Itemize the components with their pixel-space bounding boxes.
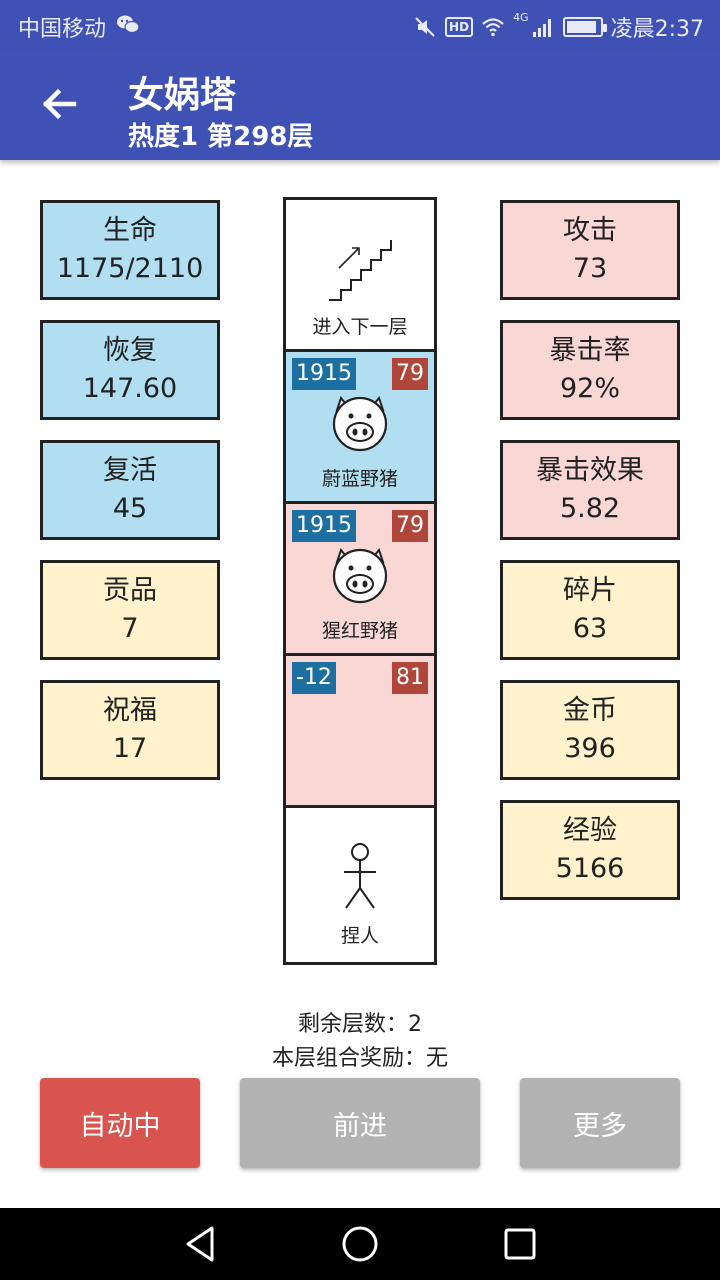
- stairs-icon: [329, 240, 392, 301]
- stat-label: 生命: [103, 215, 157, 246]
- pig-icon: [332, 547, 388, 604]
- home-circle-icon[interactable]: [338, 1222, 382, 1266]
- stat-card-tribute: 贡品 7: [40, 560, 220, 660]
- stat-label: 复活: [103, 455, 157, 486]
- stat-value: 45: [112, 493, 148, 524]
- stat-value: 63: [572, 613, 608, 644]
- stat-label: 攻击: [563, 215, 617, 246]
- monster-atk-badge: 79: [392, 358, 428, 390]
- stat-card-blessing: 祝福 17: [40, 680, 220, 780]
- monster-name: 蔚蓝野猪: [321, 468, 398, 490]
- wifi-icon: [482, 18, 504, 37]
- battery-icon: [562, 17, 607, 37]
- tower-cell-player[interactable]: 捏人: [286, 808, 434, 958]
- app-bar: 女娲塔 热度1 第298层: [0, 50, 720, 160]
- stat-value: 73: [572, 253, 608, 284]
- auto-button[interactable]: 自动中: [40, 1078, 200, 1168]
- status-time: 凌晨2:37: [610, 17, 704, 42]
- stat-card-exp: 经验 5166: [500, 800, 680, 900]
- status-bar: 中国移动 HD 4G 凌晨2:37: [0, 0, 720, 50]
- stat-value: 5.82: [559, 493, 621, 524]
- stat-label: 碎片: [563, 575, 617, 606]
- tower-column: 进入下一层 1915 79 蔚蓝野猪 1915 79 猩红野猪 -12 81: [283, 197, 437, 965]
- combo-reward-text: 本层组合奖励：无: [271, 1046, 448, 1071]
- stat-card-attack: 攻击 73: [500, 200, 680, 300]
- stat-value: 7: [121, 613, 139, 644]
- tower-cell-monster[interactable]: 1915 79 蔚蓝野猪: [286, 352, 434, 504]
- forward-button[interactable]: 前进: [240, 1078, 480, 1168]
- stat-label: 恢复: [103, 335, 157, 366]
- stick-figure-icon: [344, 843, 376, 909]
- tower-cell-event[interactable]: -12 81: [286, 656, 434, 808]
- stat-value: 396: [564, 733, 616, 764]
- stat-label: 贡品: [103, 575, 157, 606]
- monster-atk-badge: 79: [392, 510, 428, 542]
- stat-card-crit-effect: 暴击效果 5.82: [500, 440, 680, 540]
- monster-name: 猩红野猪: [321, 620, 398, 642]
- stat-value: 17: [112, 733, 148, 764]
- stat-card-life: 生命 1175/2110: [40, 200, 220, 300]
- stat-label: 经验: [563, 815, 617, 846]
- recents-square-icon[interactable]: [498, 1222, 542, 1266]
- page-title: 女娲塔: [128, 75, 237, 116]
- status-icons: HD 4G 凌晨2:37: [413, 11, 704, 43]
- stat-card-crit-rate: 暴击率 92%: [500, 320, 680, 420]
- more-button[interactable]: 更多: [520, 1078, 680, 1168]
- stat-label: 金币: [563, 695, 617, 726]
- stat-label: 祝福: [103, 695, 157, 726]
- pig-icon: [332, 395, 388, 452]
- player-label: 捏人: [340, 925, 379, 947]
- stat-value: 5166: [555, 853, 625, 884]
- stat-card-gold: 金币 396: [500, 680, 680, 780]
- event-atk-badge: 81: [392, 662, 428, 694]
- tower-cell-label: 进入下一层: [312, 316, 408, 338]
- player-stats-left: 生命 1175/2110 恢复 147.60 复活 45 贡品 7 祝福 17: [40, 200, 220, 800]
- hd-icon: HD: [445, 17, 474, 37]
- carrier-name: 中国移动: [18, 17, 107, 42]
- stat-value: 92%: [559, 373, 620, 404]
- monster-hp-badge: 1915: [292, 358, 356, 390]
- page-subtitle: 热度1 第298层: [128, 122, 314, 152]
- stat-card-revive: 复活 45: [40, 440, 220, 540]
- stat-label: 暴击率: [549, 335, 631, 366]
- stat-value: 147.60: [82, 373, 178, 404]
- back-triangle-icon[interactable]: [178, 1222, 222, 1266]
- navigation-bar: [0, 1208, 720, 1280]
- remaining-floors-text: 剩余层数：2: [298, 1012, 422, 1037]
- wechat-icon: [117, 15, 140, 34]
- monster-hp-badge: 1915: [292, 510, 356, 542]
- network-type: 4G: [513, 11, 529, 24]
- player-stats-right: 攻击 73 暴击率 92% 暴击效果 5.82 碎片 63 金币 396 经验 …: [500, 200, 680, 920]
- event-hp-badge: -12: [292, 662, 336, 694]
- tower-cell-stairs[interactable]: 进入下一层: [286, 200, 434, 352]
- stat-card-shards: 碎片 63: [500, 560, 680, 660]
- signal-icon: [532, 19, 551, 37]
- tower-cell-monster[interactable]: 1915 79 猩红野猪: [286, 504, 434, 656]
- arrow-left-icon[interactable]: [30, 74, 90, 134]
- mute-icon: [415, 17, 435, 37]
- stat-card-recovery: 恢复 147.60: [40, 320, 220, 420]
- stat-value: 1175/2110: [56, 253, 204, 284]
- stat-label: 暴击效果: [536, 455, 644, 486]
